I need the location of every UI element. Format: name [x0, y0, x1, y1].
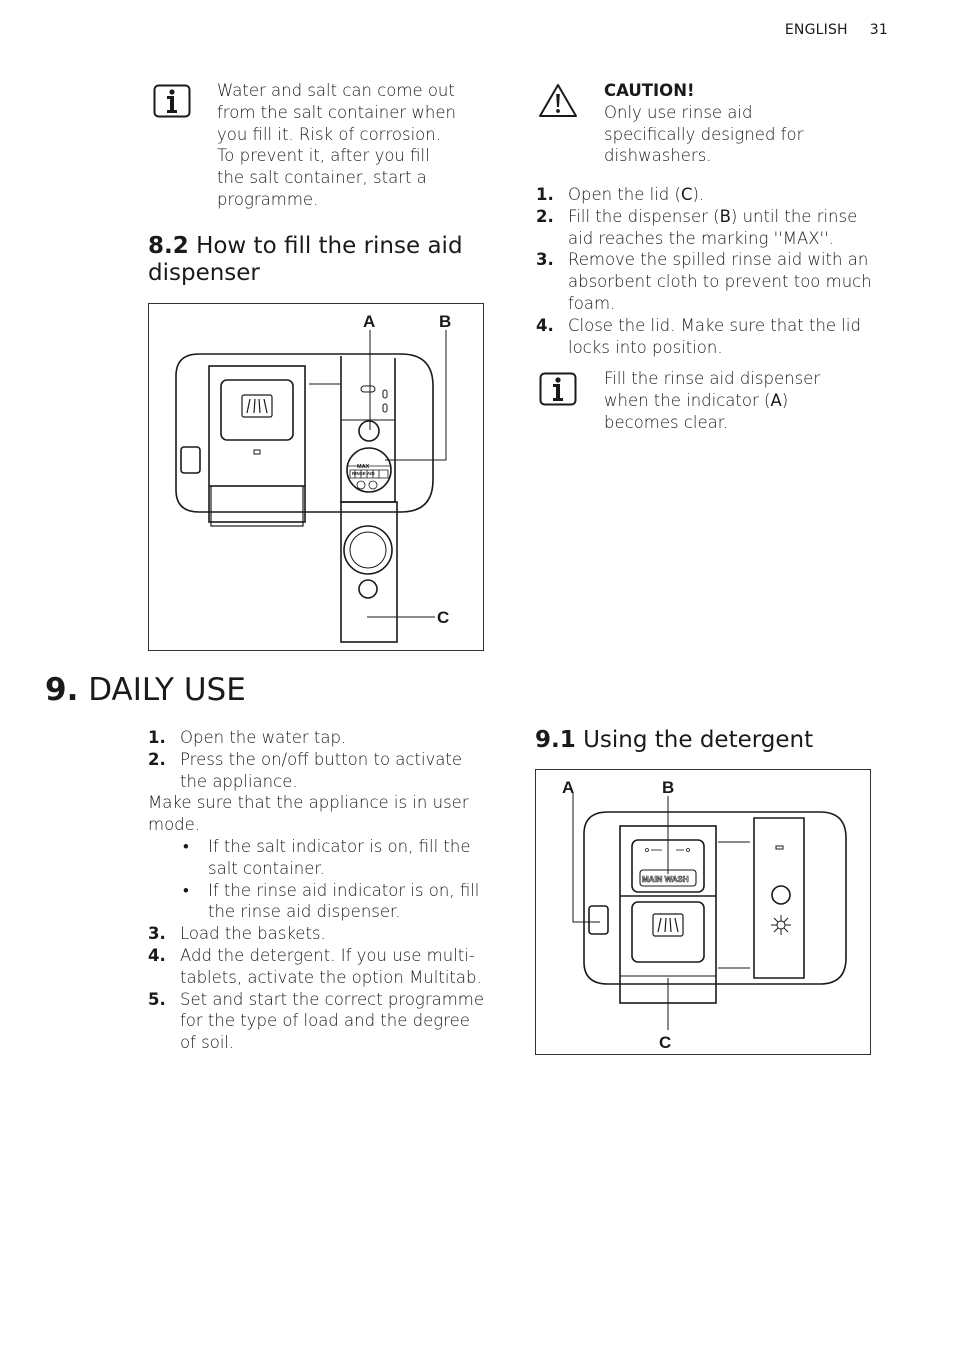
page-number: 31: [869, 22, 888, 38]
list-item: 3.Load the baskets.: [148, 924, 326, 944]
list-item: 1.Open the lid (C).: [536, 185, 705, 204]
daily-use-steps: 1.Open the water tap. 2.Press the on/off…: [148, 727, 508, 1054]
warning-triangle-icon: [539, 84, 577, 117]
detergent-dispenser-figure: MAIN WASH A B C: [535, 769, 871, 1055]
figure-label-c: C: [659, 1033, 671, 1052]
rinse-aid-dispenser-figure: MAX RINSE AID A B C: [148, 303, 484, 651]
info-icon: [153, 84, 191, 118]
figure-label-b: B: [662, 778, 674, 797]
section-heading-9: 9. DAILY USE: [45, 672, 246, 708]
page-header: ENGLISH 31: [763, 22, 888, 38]
info-icon: [539, 372, 577, 406]
list-item: 2.Fill the dispenser (B) until the rinse…: [536, 206, 858, 248]
max-marking: MAX: [357, 464, 370, 470]
salt-warning-note: Water and salt can come out from the sal…: [217, 81, 456, 209]
header-language: ENGLISH: [784, 22, 848, 38]
main-wash-label: MAIN WASH: [642, 875, 689, 884]
list-item: 4.Add the detergent. If you use multi-ta…: [148, 945, 482, 987]
list-item: 1.Open the water tap.: [148, 728, 347, 747]
caution-title: CAUTION!: [604, 81, 695, 100]
figure-label-a: A: [363, 312, 375, 331]
section-heading-9-1: 9.1 Using the detergent: [535, 727, 814, 753]
rinse-aid-steps: 1.Open the lid (C). 2.Fill the dispenser…: [536, 184, 896, 358]
figure-label-b: B: [439, 312, 451, 331]
section-heading-8-2: 8.2 How to fill the rinse aid dispenser: [148, 233, 463, 286]
rinse-aid-marking: RINSE AID: [352, 471, 375, 476]
figure-label-c: C: [437, 608, 449, 627]
rinse-aid-indicator-note: Fill the rinse aid dispenser when the in…: [604, 369, 821, 432]
caution-note: CAUTION! Only use rinse aid specifically…: [604, 81, 804, 166]
figure-label-a: A: [562, 778, 574, 797]
